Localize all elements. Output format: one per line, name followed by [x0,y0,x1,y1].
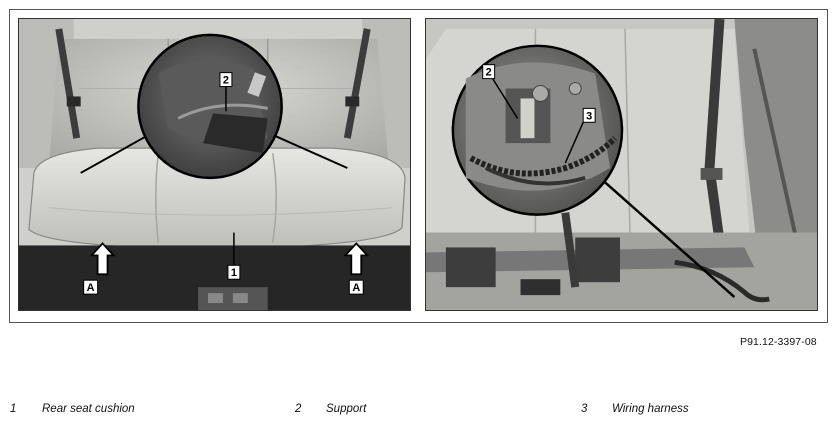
figure-reference: P91.12-3397-08 [740,336,817,348]
legend-number: 2 [295,403,302,415]
rear-seat-illustration: 2 1 A A [19,19,410,310]
callout-a-left: A [87,282,95,294]
legend-label: Support [326,403,367,415]
callout-1: 1 [231,267,237,279]
photo-support-wiring: 2 3 [425,18,818,311]
callout-a-right: A [352,282,360,294]
support-wiring-illustration: 2 3 [426,19,817,310]
legend-number: 3 [581,403,588,415]
legend-label: Rear seat cushion [42,403,135,415]
photo-rear-seat-cushion: 2 1 A A [18,18,411,311]
callout-2-left: 2 [223,75,229,87]
arrow-up-icon [89,242,116,276]
legend-label: Wiring harness [612,403,689,415]
legend-number: 1 [10,403,17,415]
arrow-up-icon [343,242,370,276]
callout-2-right: 2 [486,67,492,79]
callout-3: 3 [586,110,592,122]
